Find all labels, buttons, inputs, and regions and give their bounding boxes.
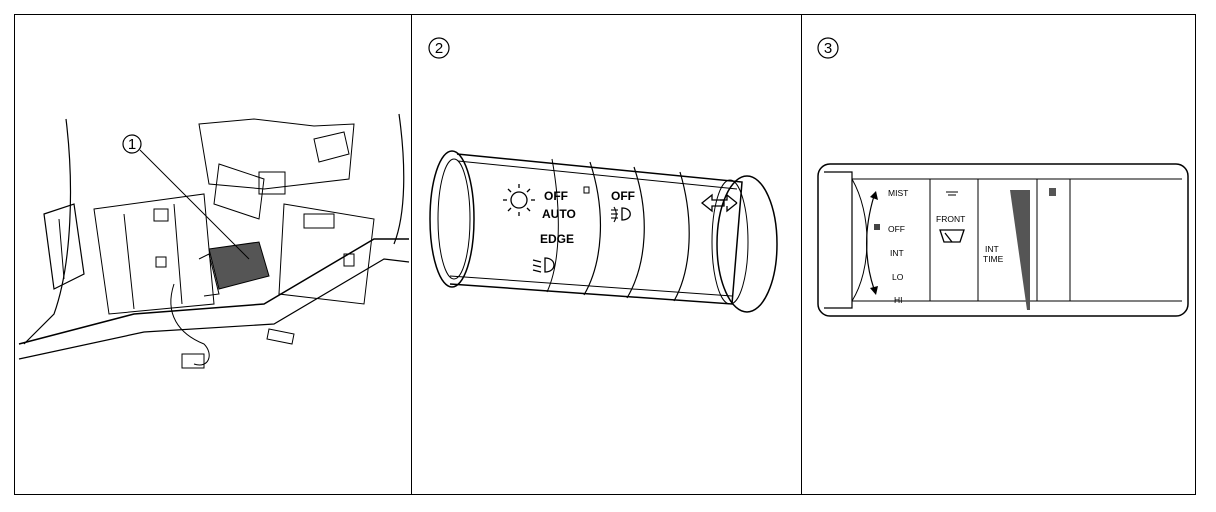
fog-off-label: OFF (611, 189, 635, 203)
panel-switch-location: 1 (14, 14, 411, 495)
wiper-off-label: OFF (888, 224, 905, 234)
position-marker (583, 186, 590, 194)
callout-circle (122, 134, 142, 154)
headlamp-edge-label: EDGE (540, 232, 574, 246)
washer-icon (946, 191, 958, 196)
panel-divider (801, 14, 802, 495)
panel-number-circle (428, 37, 450, 59)
wiper-mist-label: MIST (888, 188, 908, 198)
int-time-label-2: TIME (983, 254, 1004, 264)
panel-number-circle (817, 37, 839, 59)
low-beam-icon (532, 257, 555, 273)
panel-number: 2 (435, 40, 443, 57)
wiper-int-label: INT (890, 248, 904, 258)
diagram-frame (14, 14, 1196, 495)
windshield-wiper-icon (939, 229, 965, 243)
headlamp-switch-illustration: 2 OFF A (428, 37, 778, 313)
wiper-front-label: FRONT (936, 214, 965, 224)
headlamp-auto-label: AUTO (542, 207, 576, 221)
wiper-lo-label: LO (892, 272, 904, 282)
position-marker (1049, 188, 1056, 196)
wiper-switch-illustration: 3 MIST OFF INT LO HI FRONT INT (817, 37, 1189, 317)
panel-number: 3 (824, 40, 832, 57)
fog-lamp-icon (611, 206, 631, 223)
steering-column-illustration: 1 (18, 113, 410, 369)
panel-headlamp-switch: 2 OFF A (412, 14, 801, 495)
callout-1-label: 1 (128, 136, 136, 153)
panel-divider (411, 14, 412, 495)
wiper-hi-label: HI (894, 295, 903, 305)
callout-leader-line (139, 149, 250, 260)
int-time-label-1: INT (985, 244, 999, 254)
headlamp-icon (503, 184, 535, 216)
turn-arrows-icon (700, 193, 738, 213)
panel-wiper-switch: 3 MIST OFF INT LO HI FRONT INT (802, 14, 1196, 495)
int-time-indicator (1010, 190, 1030, 310)
headlamp-off-label: OFF (544, 189, 568, 203)
